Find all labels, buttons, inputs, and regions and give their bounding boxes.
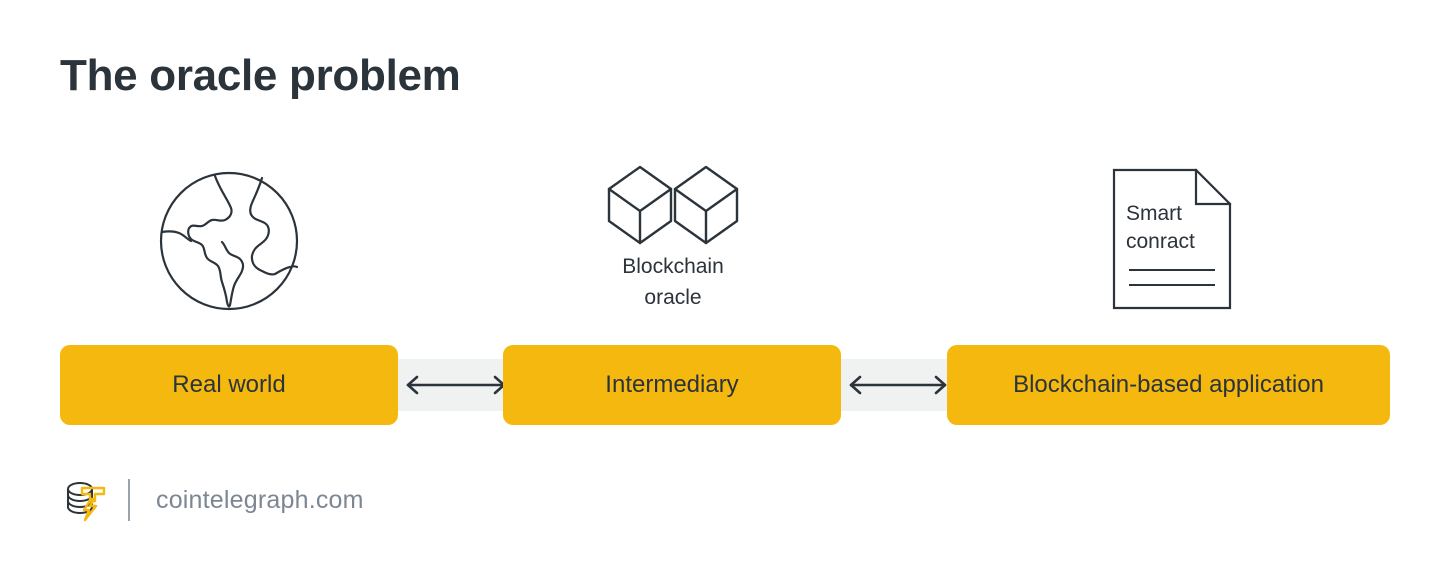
smart-contract-document-text: Smart conract xyxy=(1126,200,1232,257)
cointelegraph-logo-icon xyxy=(60,476,108,524)
node-real-world-label: Real world xyxy=(172,371,286,398)
page-title: The oracle problem xyxy=(60,51,461,100)
footer-divider xyxy=(128,479,130,521)
diagram-flow-row: Real world Intermediary Blockchain-based… xyxy=(0,345,1450,425)
oracle-caption-line-1: Blockchain xyxy=(622,255,724,278)
connector-left-double-arrow-icon xyxy=(400,372,512,398)
doc-text-line-1: Smart xyxy=(1126,202,1183,225)
globe-icon xyxy=(158,170,300,312)
node-blockchain-based-application[interactable]: Blockchain-based application xyxy=(947,345,1390,425)
node-real-world[interactable]: Real world xyxy=(60,345,398,425)
oracle-caption: Blockchain oracle xyxy=(533,252,813,314)
doc-text-line-2: conract xyxy=(1126,230,1195,254)
smart-contract-document-icon xyxy=(1112,168,1232,310)
footer: cointelegraph.com xyxy=(60,470,364,530)
node-blockchain-based-application-label: Blockchain-based application xyxy=(1013,371,1324,398)
footer-url: cointelegraph.com xyxy=(156,485,364,514)
connector-right-double-arrow-icon xyxy=(843,372,953,398)
node-intermediary[interactable]: Intermediary xyxy=(503,345,841,425)
node-intermediary-label: Intermediary xyxy=(605,371,739,398)
oracle-caption-line-2: oracle xyxy=(644,285,702,309)
blockchain-cubes-icon xyxy=(606,164,740,246)
